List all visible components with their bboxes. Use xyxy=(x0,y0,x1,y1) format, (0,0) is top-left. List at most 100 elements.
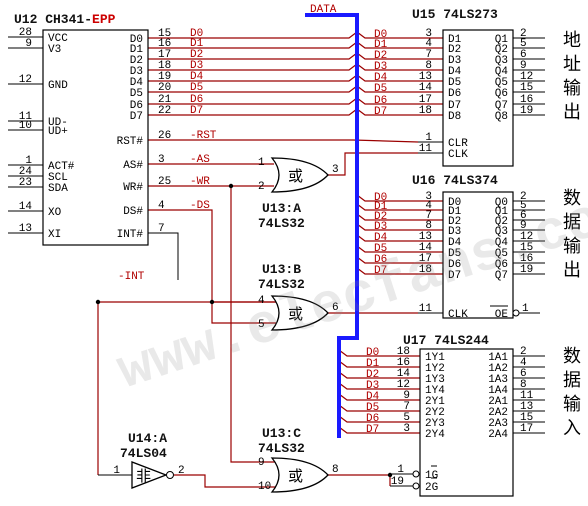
u16-clk-pin-num: 11 xyxy=(419,303,433,315)
u12-ctrl-pin-num: 3 xyxy=(158,154,165,166)
wire-gate-u17 xyxy=(328,474,391,486)
u17-a-pin-num: 2 xyxy=(520,346,527,358)
u12-ctrl-net-label: -RST xyxy=(190,130,217,142)
wire-u17-d7 xyxy=(338,426,420,434)
u16-side-label: 出 xyxy=(563,260,581,282)
u15-net-label: D7 xyxy=(374,106,387,118)
u17-a-pin-num: 4 xyxy=(520,357,527,369)
u16-in-pin-num: 18 xyxy=(419,264,432,276)
u12-body xyxy=(42,29,149,246)
u12-data-pin-num: 16 xyxy=(158,38,171,50)
or-gate-symbol: 或 xyxy=(288,468,303,486)
u16-in-pin-num: 13 xyxy=(419,231,432,243)
u16-out-pin-name: Q1 xyxy=(495,206,509,218)
wire-u15-d3 xyxy=(356,63,443,71)
u12-ctrl-net-label: -AS xyxy=(190,154,210,166)
u12-net-label: D7 xyxy=(190,105,203,117)
or-gate-in2-num: 10 xyxy=(258,481,271,493)
u16-net-label: D3 xyxy=(374,221,387,233)
u15-side-label: 地 xyxy=(563,30,581,52)
component-layer xyxy=(8,29,545,497)
wire-u15-d2 xyxy=(356,52,443,60)
u15-net-label: D6 xyxy=(374,95,387,107)
u12-ctrl-pin-name: RST# xyxy=(117,136,144,148)
u17-g-pin-num: 1 xyxy=(397,464,404,476)
u15-out-pin-name: Q5 xyxy=(495,77,508,89)
u12-left-pin-num: 9 xyxy=(25,38,32,50)
bus-label: DATA xyxy=(310,4,337,16)
u15-in-pin-name: D8 xyxy=(448,111,461,123)
or-gate-u13-a xyxy=(270,157,329,193)
watermark: www.elecfans.com xyxy=(110,177,588,404)
u15-ctrl-pin-num: 1 xyxy=(425,132,432,144)
u15-out-pin-num: 5 xyxy=(520,38,527,50)
u17-side-label: 数 xyxy=(563,346,581,368)
u17-side-label: 输 xyxy=(563,394,581,416)
u12-left-pin-name: V3 xyxy=(48,44,61,56)
u12-left-pin-name: ACT# xyxy=(48,161,75,173)
u12-data-pin-name: D7 xyxy=(130,111,143,123)
u15-net-label: D2 xyxy=(374,50,387,62)
wire-u12-d0 xyxy=(148,31,358,39)
u17-title: U17 74LS244 xyxy=(403,333,489,348)
u12-data-pin-name: D1 xyxy=(130,44,144,56)
or-gate-part: 74LS32 xyxy=(258,441,305,456)
u16-in-pin-num: 17 xyxy=(419,253,432,265)
u12-left-pin-name: UD- xyxy=(48,117,68,129)
u17-y-pin-name: 2Y1 xyxy=(425,396,445,408)
u15-side-label: 输 xyxy=(563,78,581,100)
u17-a-pin-num: 13 xyxy=(520,401,533,413)
u17-a-pin-name: 1A2 xyxy=(488,363,508,375)
u12-left-pin-num: 13 xyxy=(19,223,32,235)
or-gate-out-num: 6 xyxy=(332,302,339,314)
or-gate-out-num: 8 xyxy=(332,464,339,476)
u12-data-pin-num: 17 xyxy=(158,49,171,61)
or-gate-u13-b xyxy=(270,295,329,331)
u16-in-pin-name: D3 xyxy=(448,226,461,238)
u12-left-pin-num: 1 xyxy=(25,155,32,167)
u12-left-pin-name: SCL xyxy=(48,172,68,184)
u16-in-pin-name: D2 xyxy=(448,216,461,228)
u15-out-pin-num: 19 xyxy=(520,105,533,117)
u17-a-pin-num: 11 xyxy=(520,390,534,402)
u16-oe-pin-num: 1 xyxy=(522,303,529,315)
u12-left-pin-num: 14 xyxy=(19,201,33,213)
u15-net-label: D5 xyxy=(374,83,387,95)
or-gate-u13-c xyxy=(270,457,329,493)
u16-net-label: D0 xyxy=(374,192,387,204)
u12-left-pin-name: UD+ xyxy=(48,126,68,138)
u12-ctrl-pin-num: 25 xyxy=(158,176,171,188)
u17-net-label: D1 xyxy=(366,358,380,370)
u16-out-pin-num: 12 xyxy=(520,231,533,243)
wire-u15-d0 xyxy=(356,31,443,39)
int-label: -INT xyxy=(118,271,145,283)
wire-u12-d1 xyxy=(148,41,358,49)
or-gate-out-num: 3 xyxy=(332,164,339,176)
wire-u15-d4 xyxy=(356,74,443,82)
u17-y-pin-name: 2Y3 xyxy=(425,418,445,430)
u17-y-pin-name: 1Y3 xyxy=(425,374,445,386)
u17-y-pin-name: 1Y2 xyxy=(425,363,445,375)
u17-y-pin-num: 18 xyxy=(397,346,410,358)
u16-side-label: 数 xyxy=(563,188,581,210)
u12-net-label: D2 xyxy=(190,49,203,61)
u15-in-pin-num: 7 xyxy=(425,49,432,61)
wire-u16-d4 xyxy=(356,234,443,242)
data-bus xyxy=(305,13,359,438)
u12-left-pin-num: 28 xyxy=(19,27,32,39)
u16-net-label: D5 xyxy=(374,243,387,255)
u17-a-pin-name: 2A4 xyxy=(488,429,508,441)
u15-in-pin-num: 18 xyxy=(419,105,432,117)
wire-int xyxy=(148,232,179,280)
u16-in-pin-num: 7 xyxy=(425,210,432,222)
u12-data-pin-name: D2 xyxy=(130,55,143,67)
u16-out-pin-num: 16 xyxy=(520,253,533,265)
u15-net-label: D4 xyxy=(374,72,388,84)
or-gate-in2-num: 5 xyxy=(258,319,265,331)
u12-left-pin-name: GND xyxy=(48,80,68,92)
inverter-part: 74LS04 xyxy=(120,446,167,461)
wire-layer xyxy=(97,31,443,488)
u16-out-pin-num: 15 xyxy=(520,242,533,254)
u16-out-pin-num: 5 xyxy=(520,200,527,212)
wire-u17-d5 xyxy=(338,404,420,412)
